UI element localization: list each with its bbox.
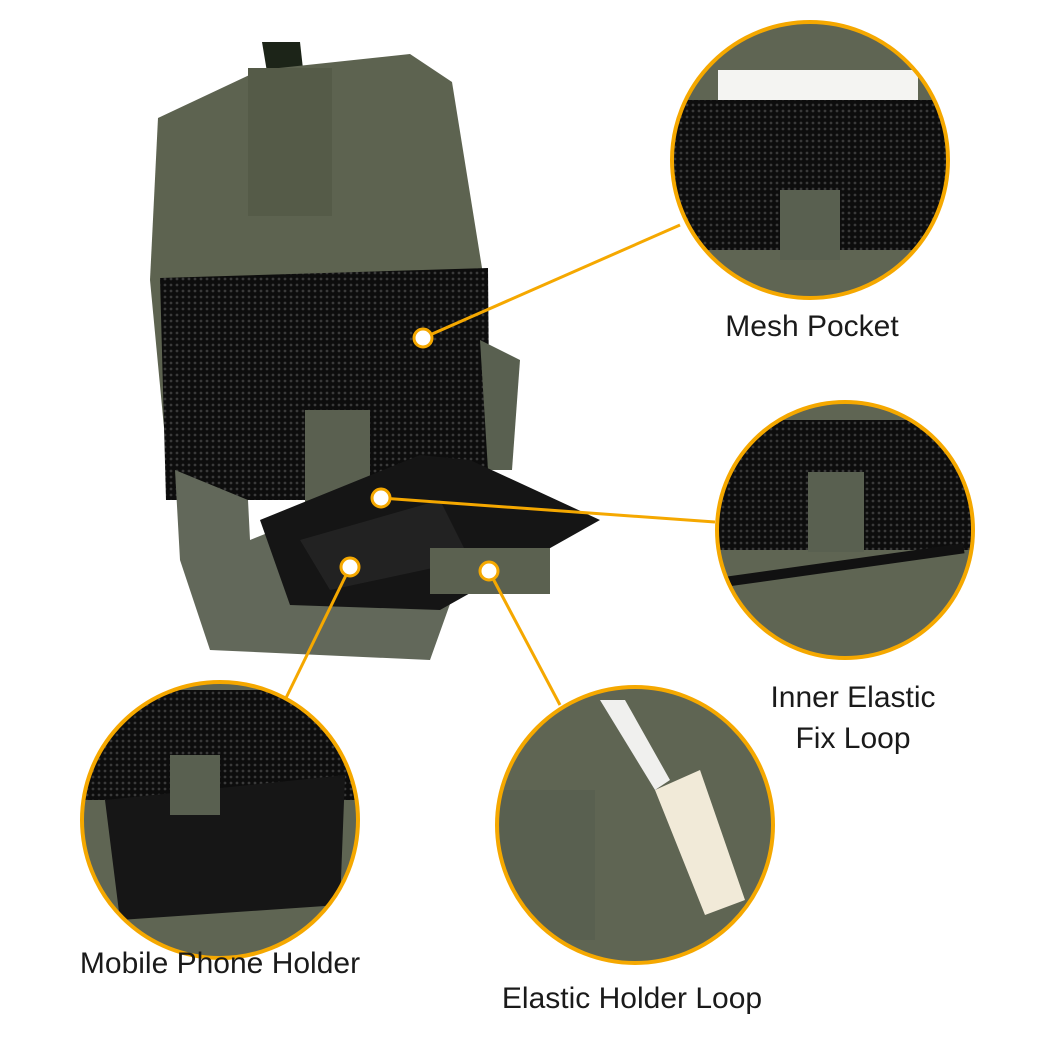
- connector-inner-elastic: [380, 496, 716, 524]
- detail-elastic-loop: [495, 685, 775, 965]
- pouch: [150, 42, 600, 660]
- label-mesh-pocket: Mesh Pocket: [725, 310, 899, 343]
- marker-inner-elastic: [370, 487, 392, 509]
- label-elastic-holder-loop: Elastic Holder Loop: [501, 982, 763, 1015]
- detail-phone-holder: [80, 680, 360, 960]
- label-line: Fix Loop: [795, 722, 911, 755]
- mesh-pocket: [160, 268, 490, 500]
- marker-phone-holder: [339, 556, 361, 578]
- connector-phone-holder: [283, 566, 352, 701]
- label-line: Inner Elastic: [770, 681, 936, 714]
- connector-elastic-loop: [487, 570, 562, 706]
- velcro-strip: [248, 68, 332, 216]
- label-inner-elastic-fix-loop: Inner Elastic Fix Loop: [733, 677, 973, 759]
- detail-inner-elastic: [715, 400, 975, 660]
- marker-elastic-loop: [478, 560, 500, 582]
- connector-mesh-pocket: [422, 223, 681, 340]
- marker-mesh-pocket: [412, 327, 434, 349]
- detail-mesh-pocket: [670, 20, 950, 300]
- label-mobile-phone-holder: Mobile Phone Holder: [79, 947, 361, 980]
